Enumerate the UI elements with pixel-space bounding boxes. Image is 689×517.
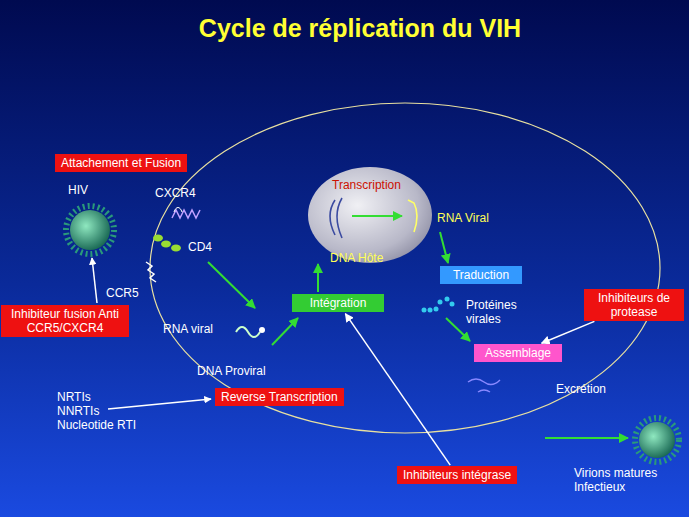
box-text: Inhibiteurs intégrase xyxy=(403,468,511,482)
transcription-arrow xyxy=(352,215,402,217)
inhibition-arrow xyxy=(345,314,450,466)
nucleus xyxy=(308,167,432,263)
stage-box: Attachement et Fusion xyxy=(55,154,187,172)
ccr5-receptor xyxy=(146,262,156,282)
diagram-title: Cycle de réplication du VIH xyxy=(60,14,660,43)
box-text: Inhibiteurs de protease xyxy=(590,291,678,319)
drug-class-label: Nucleotide RTI xyxy=(57,418,136,432)
translation-arrow xyxy=(440,232,448,263)
budding-particles xyxy=(468,379,500,392)
step-label: Excrétion xyxy=(556,382,606,396)
box-text: Intégration xyxy=(298,296,378,310)
virus-label: HIV xyxy=(68,183,88,197)
viral-proteins xyxy=(422,297,455,313)
stage-box: Traduction xyxy=(440,266,522,284)
receptor-label: CD4 xyxy=(188,240,212,254)
inhibitor-box: Inhibiteurs de protease xyxy=(584,289,684,321)
inhibitor-box: Inhibiteurs intégrase xyxy=(397,466,517,484)
fusion-inhibitor-arrow xyxy=(92,258,97,303)
inhibition-arrow xyxy=(542,321,595,343)
molecule-label: RNA Viral xyxy=(437,211,489,225)
stage-box: Intégration xyxy=(292,294,384,312)
cell-membrane xyxy=(150,103,660,433)
entry-arrow xyxy=(208,262,255,308)
cd4-receptor xyxy=(153,235,181,252)
mature-virion xyxy=(635,418,679,462)
drug-class-label: NNRTIs xyxy=(57,404,99,418)
release-arrow xyxy=(545,437,628,439)
box-text: Reverse Transcription xyxy=(221,390,338,404)
molecule-label: DNA Proviral xyxy=(197,364,266,378)
receptor-label: CCR5 xyxy=(106,286,139,300)
rti-inhibitor-arrow xyxy=(108,399,211,409)
host-dna xyxy=(330,198,417,238)
stage-box: Assemblage xyxy=(474,344,562,362)
inhibitor-box: Inhibiteur fusion Anti CCR5/CXCR4 xyxy=(1,305,129,337)
molecule-label: Protéines virales xyxy=(466,298,526,326)
step-label: Transcription xyxy=(332,178,401,192)
molecule-label: RNA viral xyxy=(163,322,213,336)
cxcr4-receptor xyxy=(172,210,200,218)
box-text: Attachement et Fusion xyxy=(61,156,181,170)
stage-box: Reverse Transcription xyxy=(215,388,344,406)
result-label: Virions matures Infectieux xyxy=(574,466,674,494)
box-text: Traduction xyxy=(446,268,516,282)
drug-class-label: NRTIs xyxy=(57,390,91,404)
cxcr4-loop xyxy=(174,208,182,213)
box-text: Inhibiteur fusion Anti CCR5/CXCR4 xyxy=(7,307,123,335)
rna-dot xyxy=(259,327,265,333)
molecule-label: DNA Hôte xyxy=(330,251,383,265)
receptor-label: CXCR4 xyxy=(155,186,196,200)
box-text: Assemblage xyxy=(480,346,556,360)
integration-arrow xyxy=(317,264,319,292)
provirus-arrow xyxy=(272,318,298,345)
viral-rna-strand xyxy=(236,327,260,337)
hiv-virion xyxy=(66,206,114,254)
